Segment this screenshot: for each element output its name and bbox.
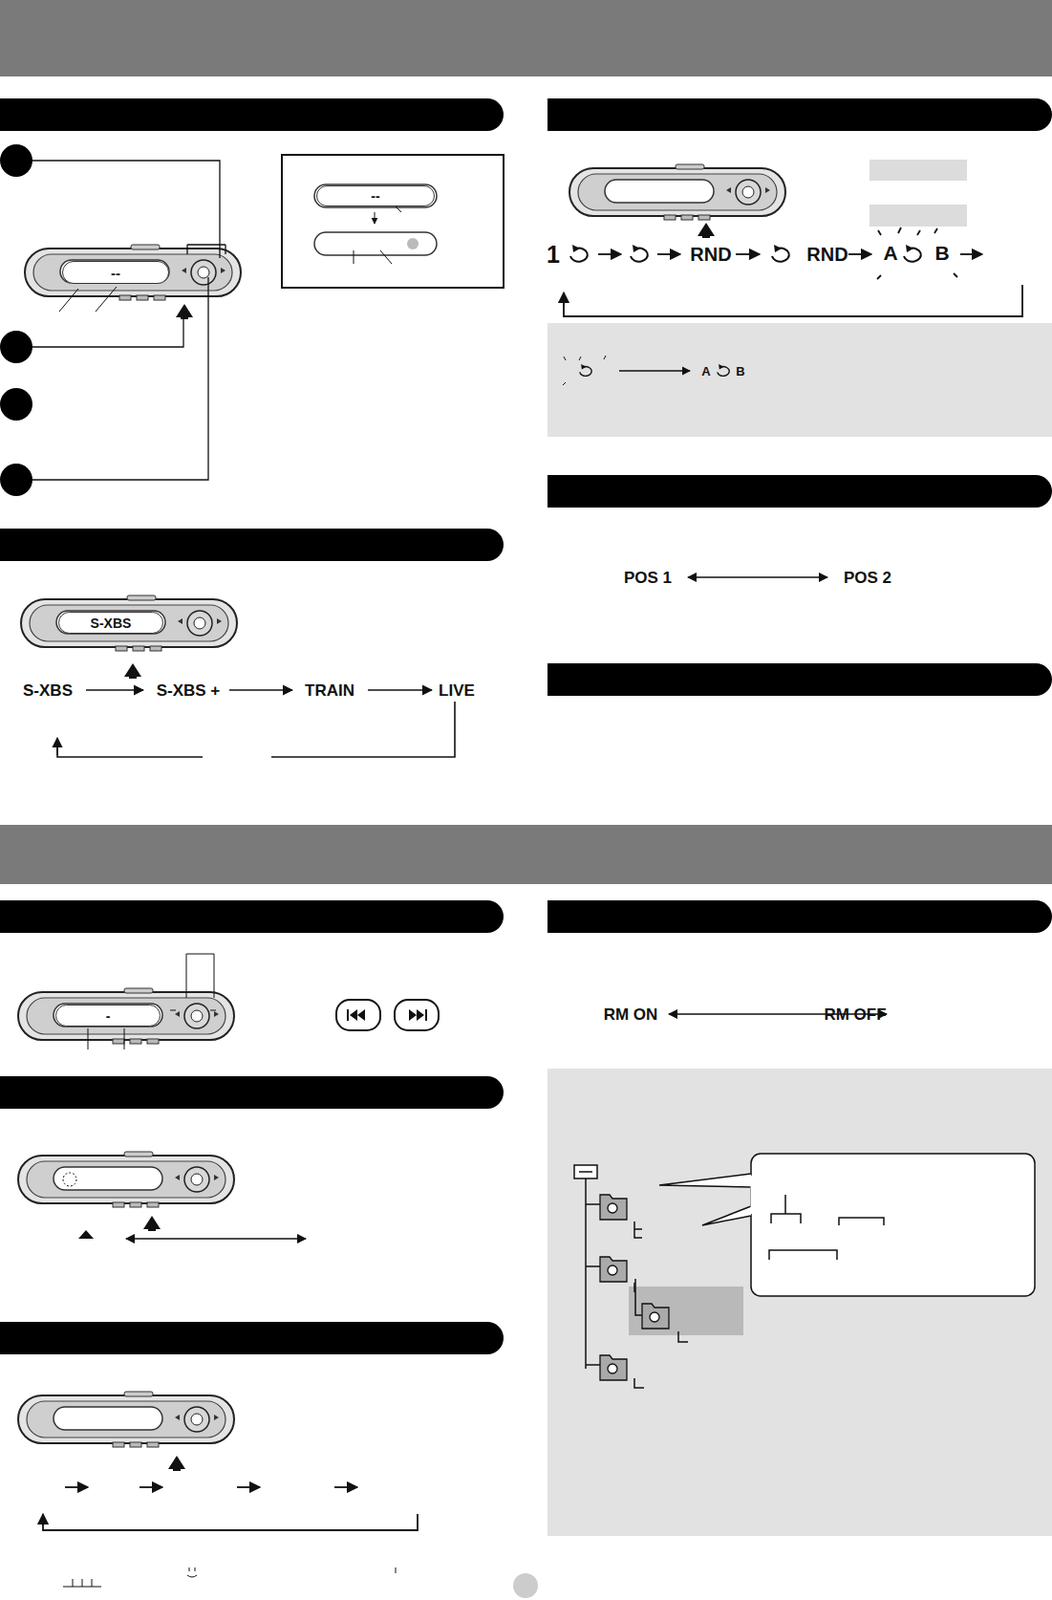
label-text: B	[735, 364, 745, 378]
display-text: S-XBS	[90, 615, 132, 631]
display-window: S-XBS	[58, 611, 164, 634]
label-text: A	[882, 242, 898, 263]
label-text: POS 1	[623, 569, 672, 586]
display-text: --	[110, 264, 121, 281]
label-text: RM ON	[603, 1006, 659, 1023]
label-text: POS 2	[843, 569, 892, 586]
label-text: RND	[806, 244, 848, 264]
label-text: LIVE	[438, 682, 475, 699]
display-window: --	[62, 260, 170, 284]
label-text: A	[701, 364, 710, 378]
display-window: --	[316, 185, 435, 207]
label-text: B	[934, 242, 949, 263]
display-text: --	[370, 188, 380, 204]
label-text: 1	[546, 242, 560, 267]
display-window: -	[55, 1004, 161, 1027]
label-text: RM OFF	[823, 1006, 886, 1023]
display-text: -	[106, 1008, 111, 1024]
label-text: TRAIN	[304, 682, 355, 699]
label-text: RND	[689, 244, 731, 264]
label-text: S-XBS +	[156, 682, 221, 699]
label-text: S-XBS	[22, 682, 73, 699]
